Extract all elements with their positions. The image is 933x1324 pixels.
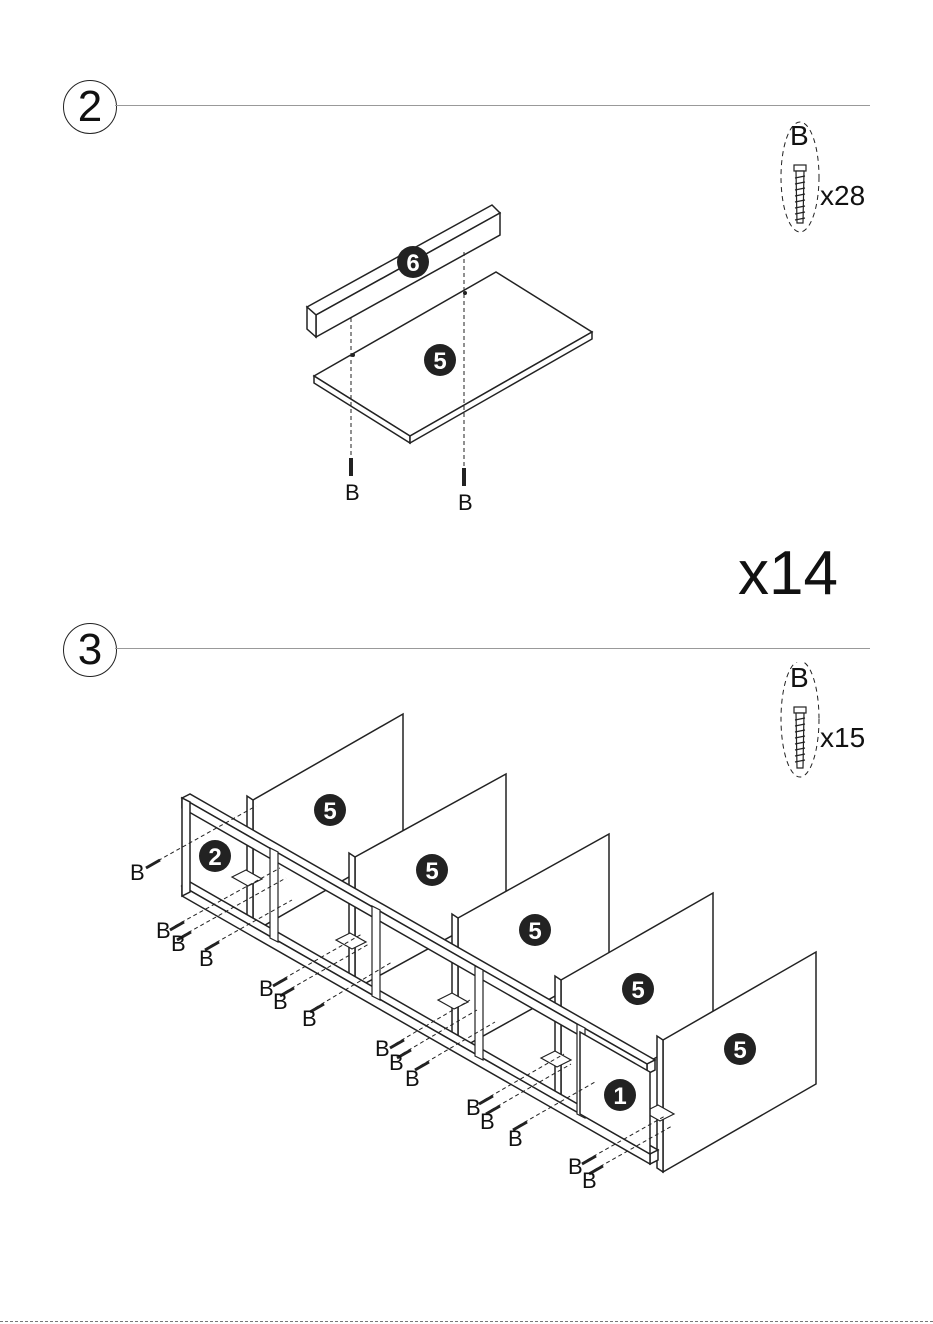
part-number-badge: 2 — [208, 844, 221, 871]
screw-callout: B — [480, 1109, 495, 1134]
screw-callout: B — [405, 1066, 420, 1091]
screw-callout: B — [171, 931, 186, 956]
screw-callout: B — [582, 1168, 597, 1193]
screw-callout: B — [156, 918, 171, 943]
part-number-badge: 5 — [631, 977, 644, 1004]
screw-callout: B — [375, 1036, 390, 1061]
screw-callout: B — [273, 989, 288, 1014]
part-number-badge: 5 — [323, 798, 336, 825]
page-edge — [0, 1321, 933, 1322]
part-number-badge: 1 — [613, 1083, 626, 1110]
screw-callout: B — [568, 1154, 583, 1179]
screw-callout: B — [466, 1095, 481, 1120]
part-number-badge: 5 — [528, 918, 541, 945]
screw-callout: B — [302, 1006, 317, 1031]
screw-callout: B — [508, 1126, 523, 1151]
screw-callout: B — [130, 860, 145, 885]
part-number-badge: 5 — [733, 1037, 746, 1064]
screw-callout: B — [199, 946, 214, 971]
part-number-badge: 5 — [425, 858, 438, 885]
screw-callout: B — [259, 976, 274, 1001]
screw-callout: B — [389, 1050, 404, 1075]
